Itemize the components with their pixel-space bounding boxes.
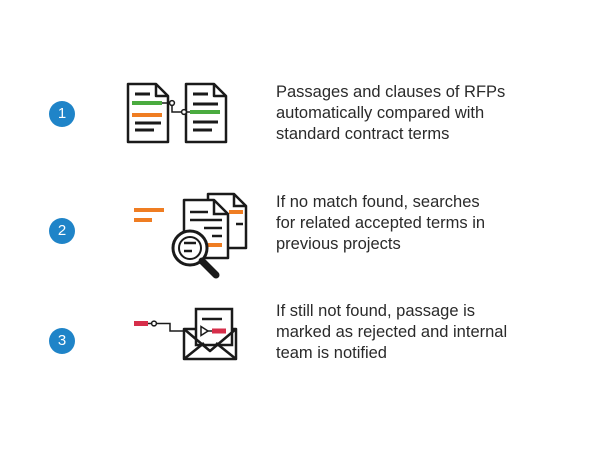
document-compare-icon bbox=[126, 82, 228, 144]
step-number-badge: 3 bbox=[49, 328, 75, 354]
envelope-notify-icon bbox=[134, 307, 238, 361]
step-description-line: previous projects bbox=[276, 235, 401, 253]
document-search-icon bbox=[134, 192, 248, 279]
step-description-line: marked as rejected and internal bbox=[276, 323, 508, 341]
step-number-badge: 1 bbox=[49, 101, 75, 127]
step-number-badge: 2 bbox=[49, 218, 75, 244]
step-description-line: team is notified bbox=[276, 344, 387, 362]
step-description-line: If still not found, passage is bbox=[276, 302, 476, 320]
step-2: 2 If no match found, searches for relate… bbox=[0, 186, 600, 279]
step-description-line: If no match found, searches bbox=[276, 193, 480, 211]
step-description-line: standard contract terms bbox=[276, 125, 450, 143]
step-3: 3 If still not found, passage is marked … bbox=[0, 297, 600, 387]
step-description: If still not found, passage is marked as… bbox=[276, 301, 576, 364]
step-description-line: for related accepted terms in bbox=[276, 214, 486, 232]
step-description-line: automatically compared with bbox=[276, 104, 485, 122]
step-description: If no match found, searches for related … bbox=[276, 192, 576, 255]
step-description-line: Passages and clauses of RFPs bbox=[276, 83, 506, 101]
step-description: Passages and clauses of RFPs automatical… bbox=[276, 82, 576, 145]
step-1: 1 Passages and clauses of RFPs automatic… bbox=[0, 70, 600, 160]
